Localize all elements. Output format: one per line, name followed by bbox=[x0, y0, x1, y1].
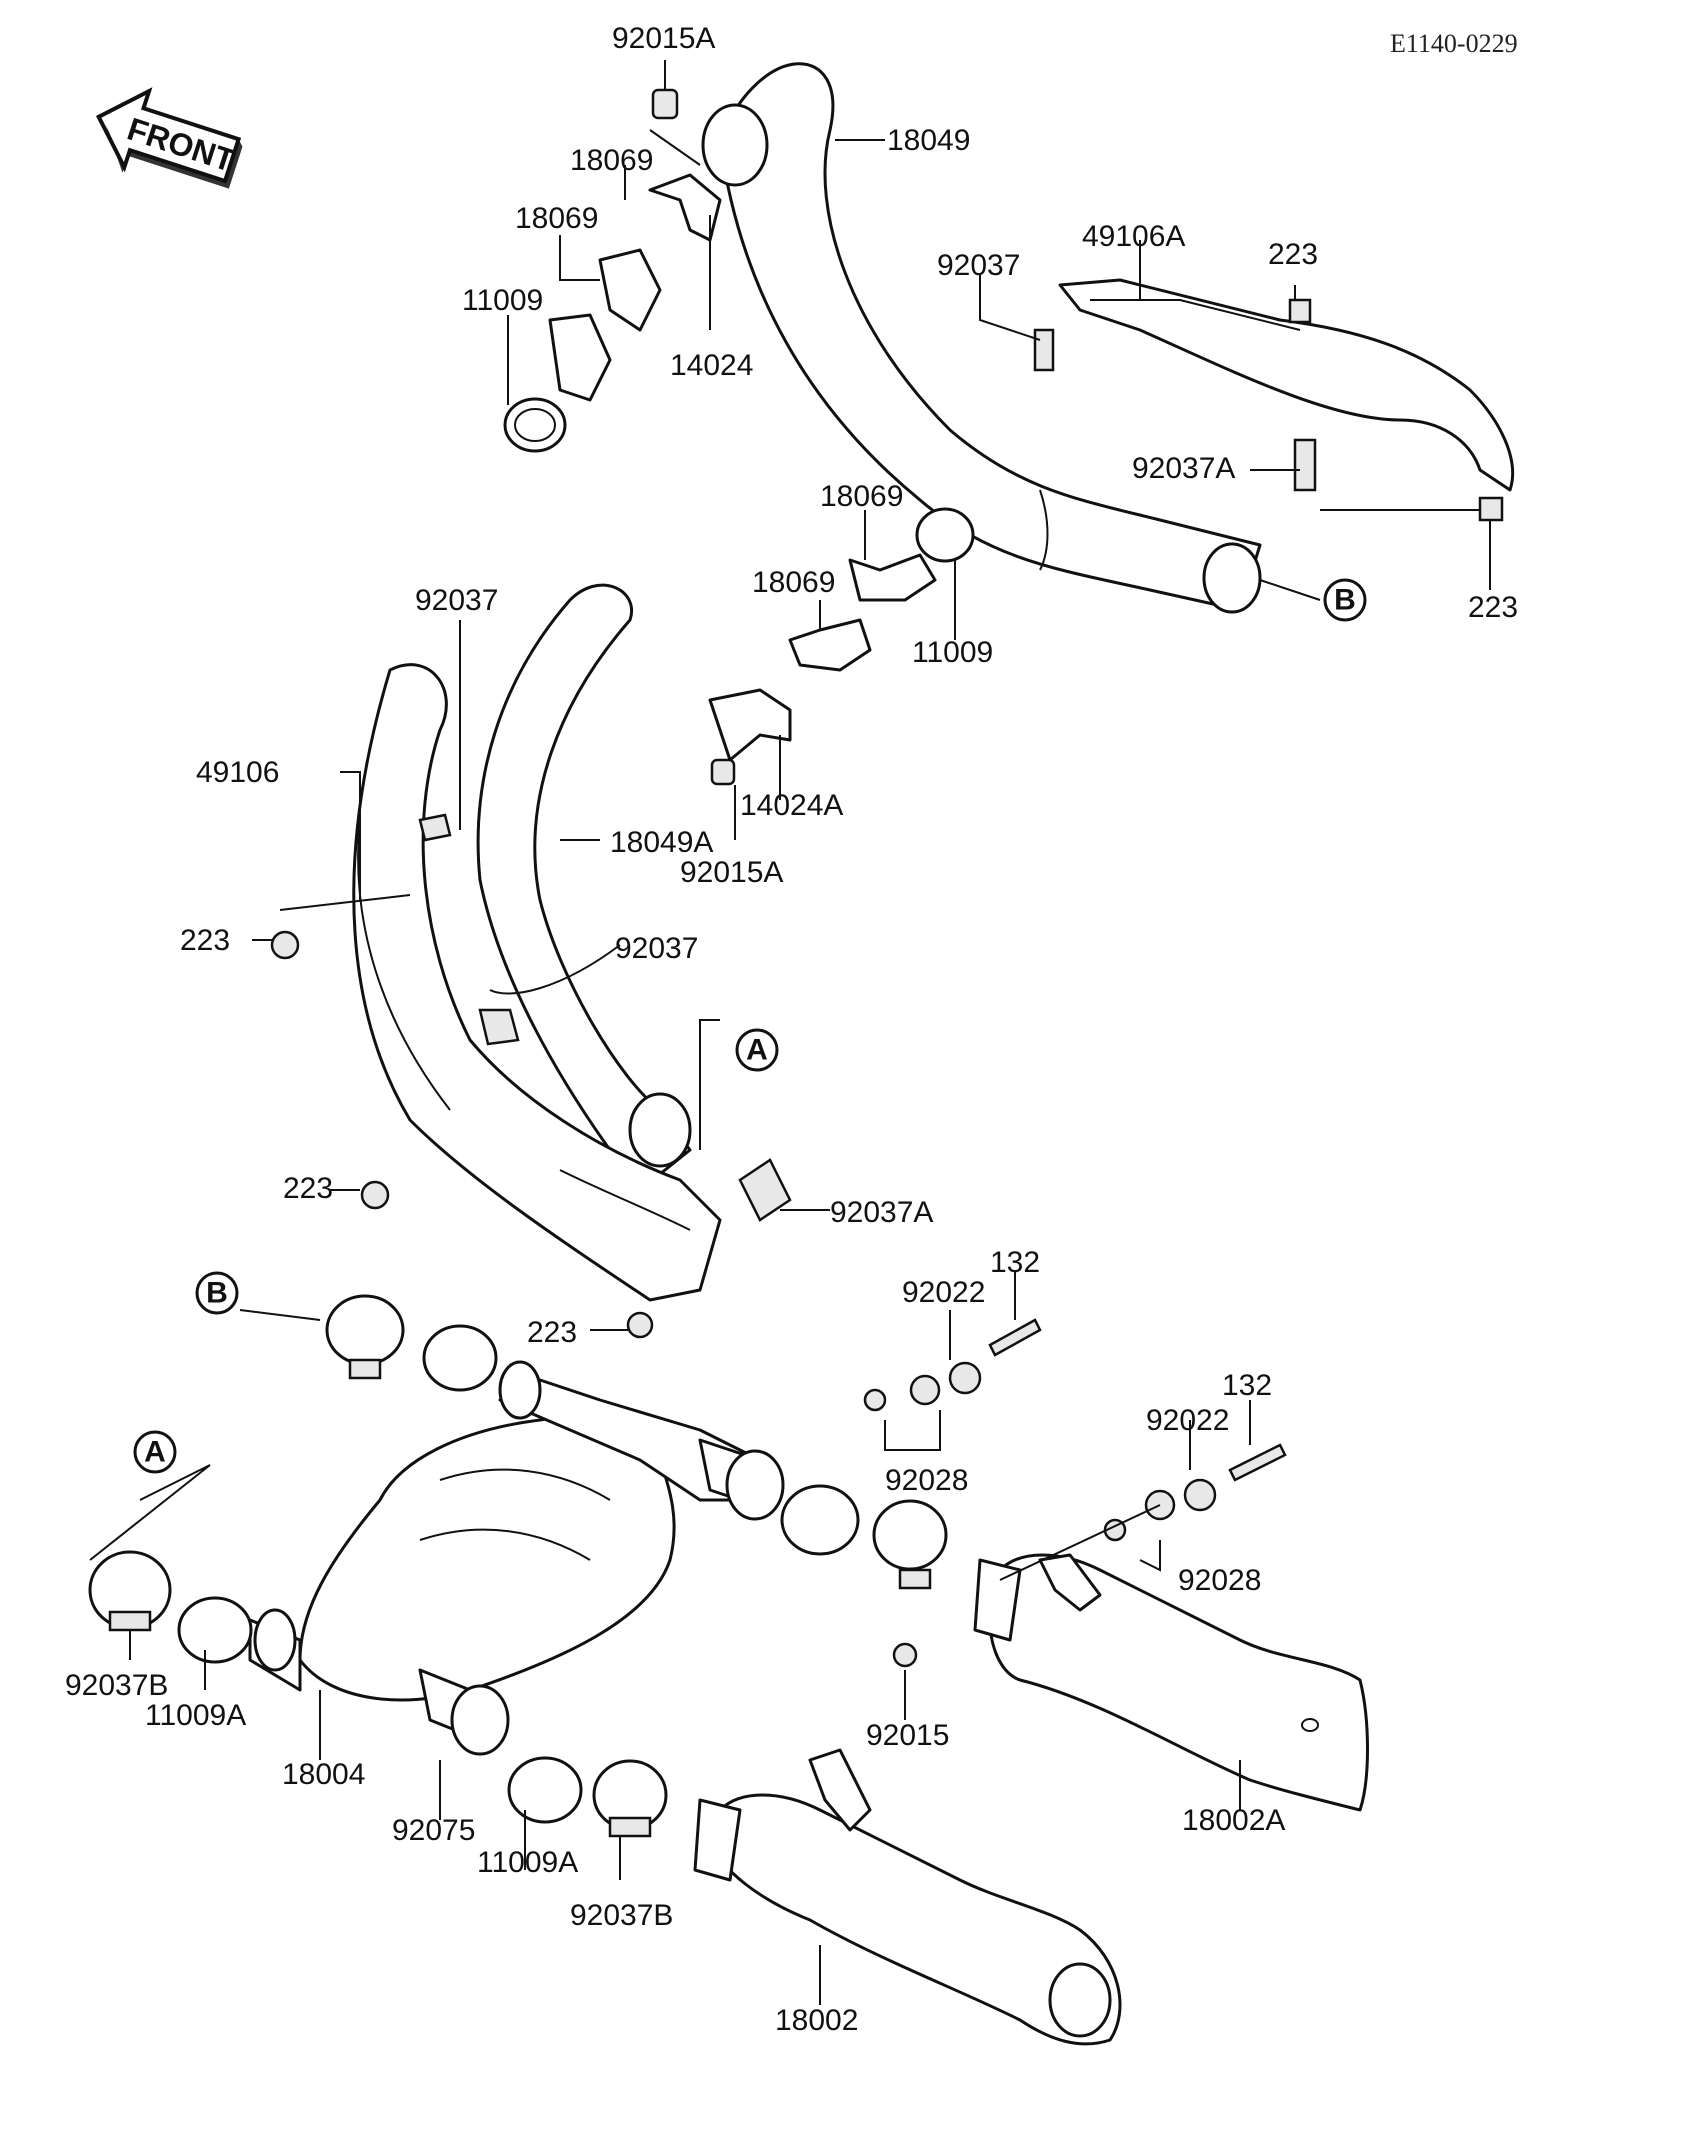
svg-text:B: B bbox=[1334, 584, 1356, 617]
part-label: 18002A bbox=[1182, 1804, 1285, 1837]
part-label: 11009 bbox=[462, 284, 543, 317]
part-label: 49106A bbox=[1082, 220, 1185, 253]
header-pipe-18049A bbox=[476, 583, 692, 1192]
part-label: 223 bbox=[1268, 238, 1318, 271]
part-label: 132 bbox=[1222, 1369, 1272, 1402]
part-label: 18069 bbox=[515, 202, 598, 235]
part-label: 18069 bbox=[820, 480, 903, 513]
part-label: 11009A bbox=[477, 1846, 578, 1879]
flange-hardware-top bbox=[503, 88, 1504, 522]
part-label: 92037A bbox=[1132, 452, 1235, 485]
part-label: 18069 bbox=[570, 144, 653, 177]
part-label: 92037 bbox=[615, 932, 698, 965]
callout-a-lower: A bbox=[89, 1430, 211, 1561]
part-label: 92028 bbox=[885, 1464, 968, 1497]
svg-text:A: A bbox=[746, 1034, 768, 1067]
part-labels: 92015A 18049 18069 18069 11009 14024 920… bbox=[65, 22, 1518, 2037]
part-label: 92022 bbox=[902, 1276, 985, 1309]
callout-b-lower: B bbox=[195, 1271, 239, 1315]
part-label: 18049 bbox=[887, 124, 970, 157]
part-label: 92022 bbox=[1146, 1404, 1229, 1437]
part-label: 11009A bbox=[145, 1699, 246, 1732]
part-label: 92037 bbox=[415, 584, 498, 617]
part-label: 92037B bbox=[65, 1669, 168, 1702]
callout-b-upper: B bbox=[1323, 578, 1367, 622]
muffler-18002 bbox=[693, 1748, 1122, 2046]
part-label: 11009 bbox=[912, 636, 993, 669]
bolts-washers-right bbox=[863, 1318, 1287, 1668]
part-label: 92015A bbox=[680, 856, 783, 889]
header-pipe-18049 bbox=[701, 62, 1262, 614]
flange-hardware-mid bbox=[270, 507, 975, 1339]
part-label: 92037 bbox=[937, 249, 1020, 282]
callout-a-upper: A bbox=[710, 1019, 779, 1072]
front-arrow-icon: FRONT bbox=[95, 87, 243, 189]
svg-text:B: B bbox=[206, 1277, 228, 1310]
part-label: 223 bbox=[527, 1316, 577, 1349]
part-label: 49106 bbox=[196, 756, 279, 789]
part-label: 223 bbox=[283, 1172, 333, 1205]
part-label: 92037A bbox=[830, 1196, 933, 1229]
svg-text:A: A bbox=[144, 1436, 166, 1469]
part-label: 223 bbox=[180, 924, 230, 957]
part-label: 92015 bbox=[866, 1719, 949, 1752]
part-label: 92028 bbox=[1178, 1564, 1261, 1597]
part-label: 18049A bbox=[610, 826, 713, 859]
clamps-and-sleeves bbox=[88, 1294, 948, 1838]
diagram-reference: E1140-0229 bbox=[1390, 29, 1518, 58]
muffler-18002A bbox=[973, 1553, 1369, 1812]
part-label: 92075 bbox=[392, 1814, 475, 1847]
part-label: 132 bbox=[990, 1246, 1040, 1279]
leader-lines bbox=[129, 60, 1491, 2005]
part-label: 223 bbox=[1468, 591, 1518, 624]
collector-18004 bbox=[248, 1360, 785, 1756]
heat-shield-49106 bbox=[352, 663, 722, 1302]
part-label: 14024 bbox=[670, 349, 753, 382]
part-label: 18004 bbox=[282, 1758, 365, 1791]
part-label: 92037B bbox=[570, 1899, 673, 1932]
part-label: 18002 bbox=[775, 2004, 858, 2037]
part-label: 92015A bbox=[612, 22, 715, 55]
heat-shield-49106A bbox=[1058, 278, 1515, 492]
part-label: 18069 bbox=[752, 566, 835, 599]
part-label: 14024A bbox=[740, 789, 843, 822]
